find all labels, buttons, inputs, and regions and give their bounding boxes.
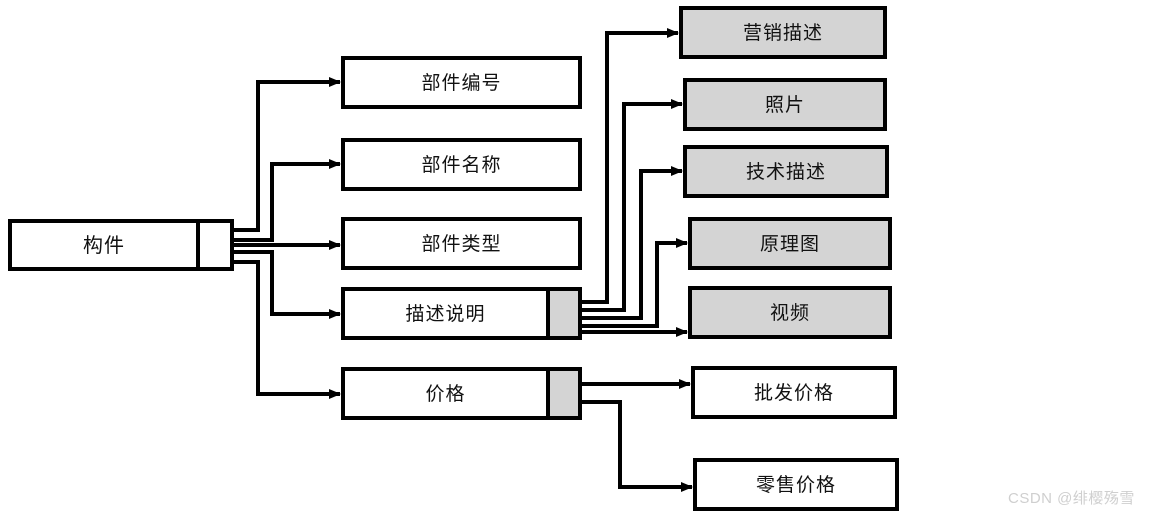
node-video[interactable]: 视频 <box>688 286 892 339</box>
node-part-number[interactable]: 部件编号 <box>341 56 582 109</box>
node-marketing-description-box <box>679 6 887 59</box>
root-node-box <box>8 219 234 271</box>
connector-root-to-part-name <box>232 159 341 242</box>
node-photo-label: 照片 <box>765 94 805 116</box>
node-part-type-box <box>341 217 582 270</box>
node-wholesale-price[interactable]: 批发价格 <box>691 366 897 419</box>
node-part-name-box <box>341 138 582 191</box>
node-part-number-box <box>341 56 582 109</box>
connector-description-to-marketing <box>580 28 679 304</box>
node-schematic-box <box>688 217 892 270</box>
root-node-compartment[interactable] <box>196 219 234 271</box>
node-photo[interactable]: 照片 <box>683 78 887 131</box>
connector-root-to-price <box>232 260 341 399</box>
node-technical-description-label: 技术描述 <box>746 161 826 183</box>
node-video-box <box>688 286 892 339</box>
node-technical-description-box <box>683 145 889 198</box>
connector-root-to-part-number <box>232 77 341 232</box>
node-schematic-label: 原理图 <box>760 234 820 255</box>
connector-root-to-description <box>232 250 341 319</box>
connector-description-to-technical <box>580 166 683 320</box>
node-retail-price-label: 零售价格 <box>756 474 836 496</box>
node-video-label: 视频 <box>770 302 810 324</box>
node-marketing-description-label: 营销描述 <box>743 22 823 44</box>
node-part-type-label: 部件类型 <box>421 233 501 255</box>
node-wholesale-price-label: 批发价格 <box>754 382 834 404</box>
root-node-label: 构件 <box>83 234 125 257</box>
connector-layer <box>232 28 693 492</box>
node-price[interactable]: 价格 <box>341 367 582 420</box>
node-retail-price[interactable]: 零售价格 <box>693 458 899 511</box>
node-marketing-description[interactable]: 营销描述 <box>679 6 887 59</box>
node-part-name[interactable]: 部件名称 <box>341 138 582 191</box>
csdn-watermark: CSDN @绯樱殇雪 <box>1008 490 1135 507</box>
root-node[interactable]: 构件 <box>8 219 234 271</box>
connector-description-to-schematic <box>580 238 688 328</box>
node-part-type[interactable]: 部件类型 <box>341 217 582 270</box>
node-price-compartment[interactable] <box>546 367 582 420</box>
node-description[interactable]: 描述说明 <box>341 287 582 340</box>
node-photo-box <box>683 78 887 131</box>
node-description-box <box>341 287 582 340</box>
node-part-number-label: 部件编号 <box>421 72 501 94</box>
connector-price-to-retail <box>580 400 693 492</box>
node-part-name-label: 部件名称 <box>421 154 501 176</box>
node-technical-description[interactable]: 技术描述 <box>683 145 889 198</box>
node-wholesale-price-box <box>691 366 897 419</box>
node-schematic[interactable]: 原理图 <box>688 217 892 270</box>
node-retail-price-box <box>693 458 899 511</box>
node-description-compartment[interactable] <box>546 287 582 340</box>
node-price-label: 价格 <box>425 383 465 405</box>
connector-description-to-photo <box>580 99 683 312</box>
node-description-label: 描述说明 <box>405 303 485 325</box>
